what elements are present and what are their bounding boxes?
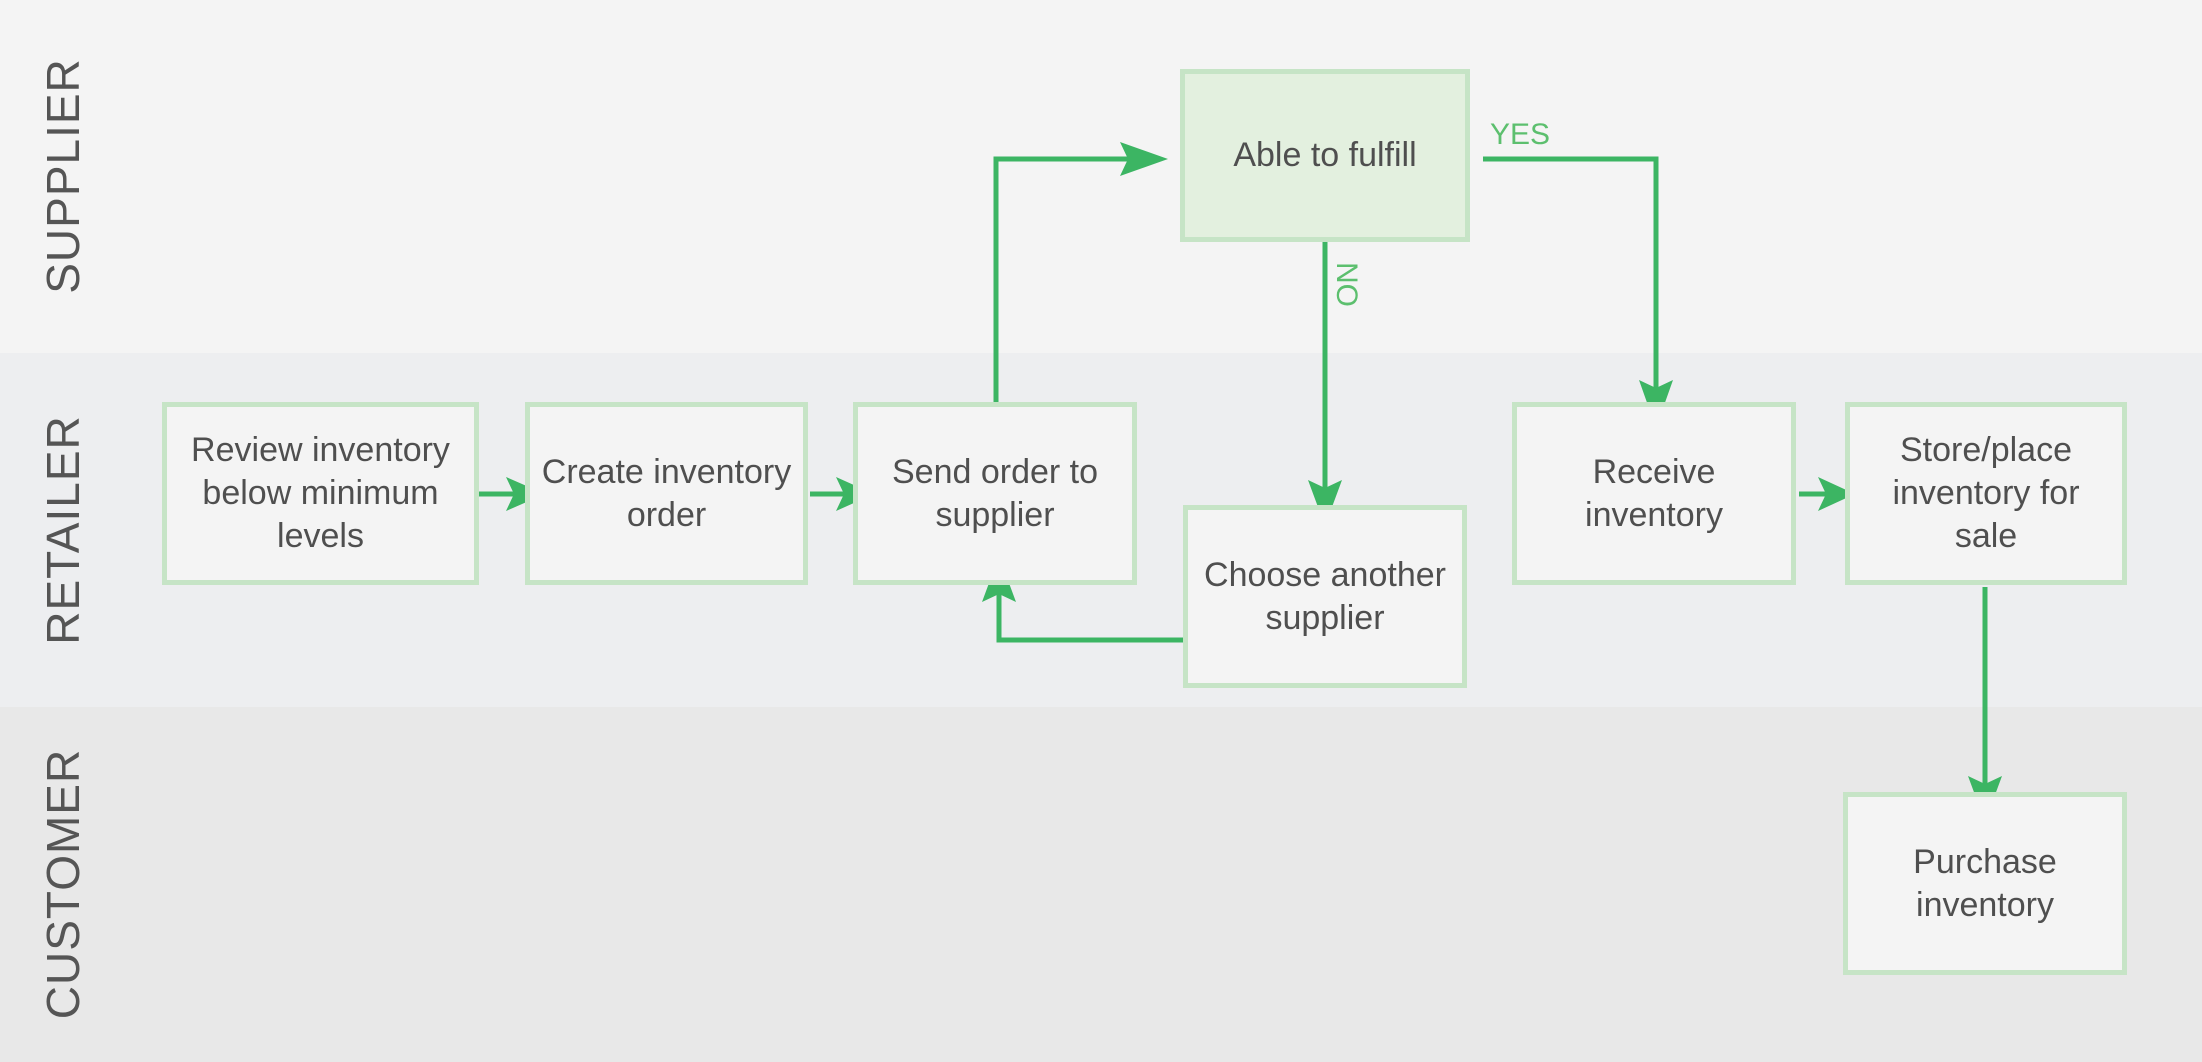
arrowhead-able xyxy=(1120,142,1168,176)
edge-label-no: NO xyxy=(1330,262,1363,307)
node-purchase[interactable]: Purchase inventory xyxy=(1843,792,2127,975)
arrowhead-choose xyxy=(1308,480,1342,526)
edge-choose-send xyxy=(996,580,1183,643)
node-review[interactable]: Review inventory below minimum levels xyxy=(162,402,479,585)
node-able-to-fulfill[interactable]: Able to fulfill xyxy=(1180,69,1470,242)
arrowhead-store xyxy=(1818,477,1855,511)
edge-label-yes: YES xyxy=(1490,118,1551,151)
node-send[interactable]: Send order to supplier xyxy=(853,402,1137,585)
node-receive[interactable]: Receive inventory xyxy=(1512,402,1796,585)
lane-customer: CUSTOMER xyxy=(0,707,2202,1062)
lane-supplier: SUPPLIER xyxy=(0,0,2202,353)
node-choose[interactable]: Choose another supplier xyxy=(1183,505,1467,688)
node-create[interactable]: Create inventory order xyxy=(525,402,808,585)
edge-send-able xyxy=(993,156,1150,402)
node-store[interactable]: Store/place inventory for sale xyxy=(1845,402,2127,585)
edge-able-receive xyxy=(1483,156,1659,398)
